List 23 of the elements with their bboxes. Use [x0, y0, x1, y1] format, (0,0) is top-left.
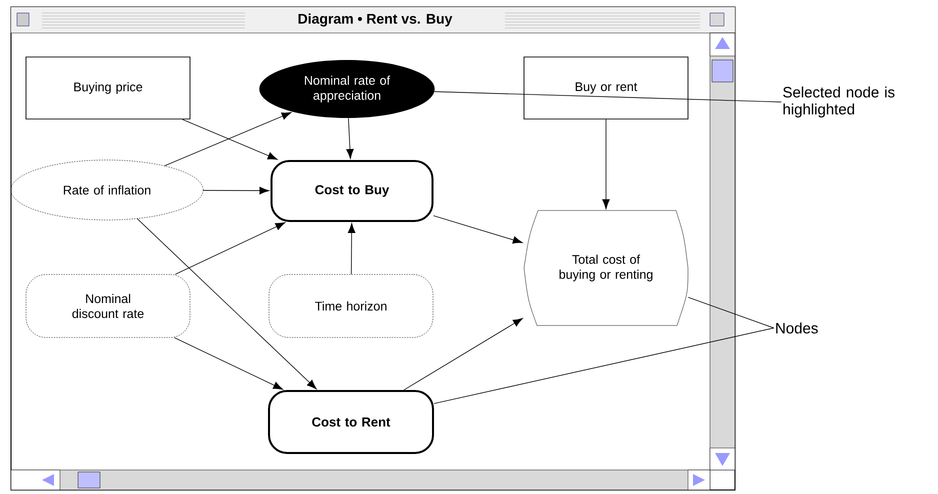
objective-node: Cost to Buy	[270, 160, 434, 222]
arrow	[174, 222, 286, 275]
callout-text: Nodes	[776, 322, 818, 334]
rounded-node: Nominal discount rate	[26, 274, 190, 338]
variable-box: Buying price	[26, 56, 190, 120]
arrow	[174, 337, 284, 390]
leader-line	[434, 91, 782, 102]
arrow	[346, 118, 354, 159]
callout-text: Selected node is highlighted	[783, 86, 894, 118]
rounded-node: Time horizon	[268, 274, 434, 338]
objective-node: Cost to Rent	[268, 390, 434, 454]
arrow	[203, 186, 270, 194]
arrow	[602, 119, 610, 210]
arrow	[348, 223, 356, 275]
decision-box: Buy or rent	[524, 56, 688, 120]
arrow	[182, 119, 278, 160]
arrow	[136, 218, 317, 390]
arrow	[404, 318, 523, 390]
leader-line	[688, 296, 774, 328]
arrow	[164, 112, 292, 166]
arrow	[433, 215, 523, 244]
leader-line	[434, 328, 774, 404]
objective-hexagon: Total cost of buying or renting	[524, 210, 688, 326]
